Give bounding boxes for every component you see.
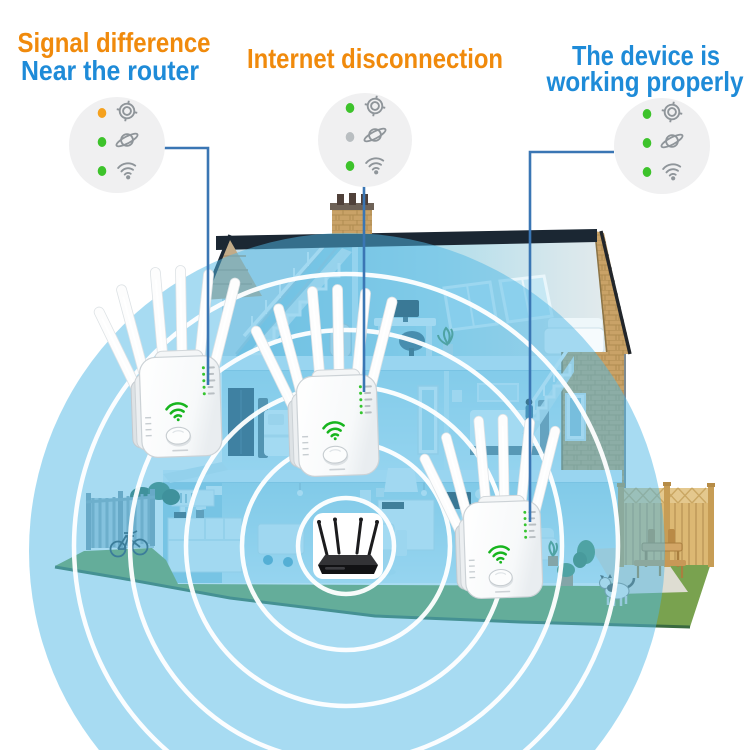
status-dot <box>97 137 107 147</box>
signal-ring <box>295 495 397 597</box>
connector-line-3 <box>528 150 614 522</box>
status-dot <box>97 108 107 118</box>
signal-ring <box>127 327 565 750</box>
status-dot <box>345 132 355 142</box>
titles: Signal difference Near the router Intern… <box>18 27 744 97</box>
connector-line-1 <box>163 146 210 385</box>
title-device-working-line1: The device is <box>572 40 720 71</box>
title-device-working-line2: working properly <box>546 66 744 97</box>
wifi-router <box>313 513 383 579</box>
status-circle-near-router <box>69 97 165 193</box>
chimney <box>332 207 372 234</box>
status-dot <box>642 167 652 177</box>
status-dot <box>642 138 652 148</box>
title-signal-difference-line1: Signal difference <box>18 27 211 58</box>
callout-connectors <box>163 146 614 522</box>
status-dot <box>345 103 355 113</box>
status-circle-disconnected <box>318 93 412 187</box>
status-circle-working <box>614 98 710 194</box>
status-dot <box>97 166 107 176</box>
status-dot <box>642 109 652 119</box>
signal-ring <box>71 271 621 750</box>
status-dot <box>345 161 355 171</box>
title-internet-disconnection: Internet disconnection <box>247 43 503 74</box>
title-signal-difference-line2: Near the router <box>21 55 199 86</box>
